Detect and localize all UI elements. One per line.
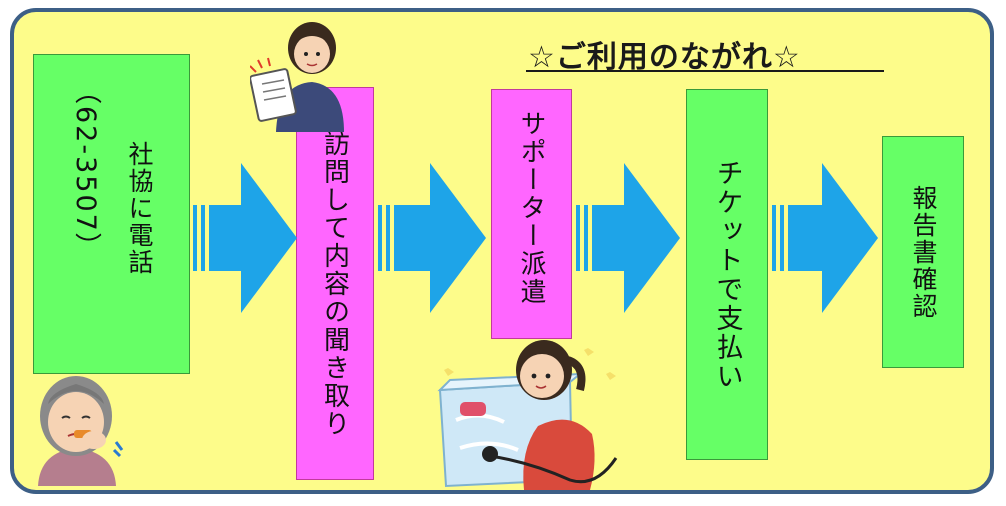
step-supporter-label: サポーター派遣 (516, 110, 546, 306)
step-call-label: 社協に電話 (125, 141, 154, 276)
woman-cleaning-bathtub-illustration (437, 340, 618, 490)
step-payment-box: チケットで支払い (686, 89, 768, 460)
step-interview-label: 訪問して内容の聞き取り (319, 129, 350, 438)
right-arrow-icon (772, 163, 878, 313)
step-interview-box: 訪問して内容の聞き取り (296, 87, 374, 480)
phone-number: （62‐3507） (70, 77, 101, 262)
step-payment-label: チケットで支払い (711, 158, 743, 391)
step-call-box: 社協に電話 （62‐3507） (33, 54, 190, 374)
right-arrow-icon (193, 163, 297, 313)
elderly-woman-phone-illustration (38, 376, 124, 486)
step-report-label: 報告書確認 (909, 184, 938, 320)
step-supporter-box: サポーター派遣 (491, 89, 572, 339)
step-report-box: 報告書確認 (882, 136, 964, 368)
right-arrow-icon (576, 163, 680, 313)
title-underline (526, 70, 884, 72)
staff-with-clipboard-illustration (250, 22, 344, 132)
flow-title: ☆ご利用のながれ☆ (528, 40, 801, 75)
right-arrow-icon (378, 163, 486, 313)
